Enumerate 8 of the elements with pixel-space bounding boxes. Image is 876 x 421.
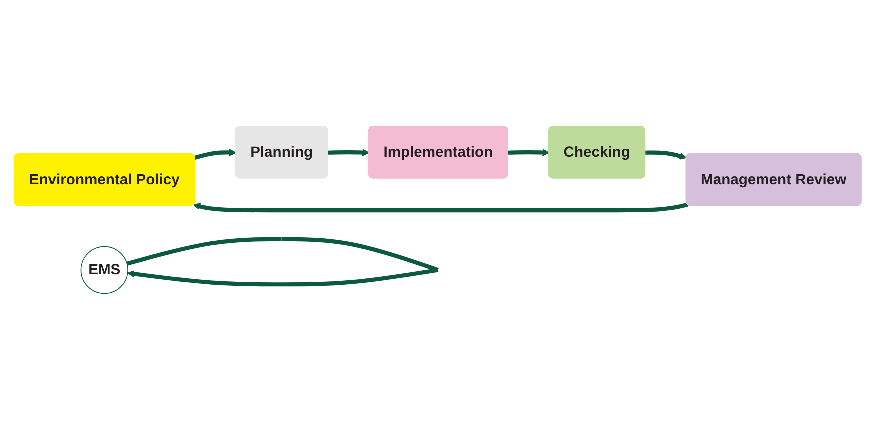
arrow — [194, 203, 688, 214]
diagram: Environmental Policy Planning Implementation Checking Management Review EMS — [8, 120, 868, 301]
arrow — [126, 238, 440, 288]
arrow — [328, 150, 370, 157]
arrow — [194, 150, 236, 160]
node-circle — [80, 246, 128, 294]
arrow — [508, 150, 550, 157]
arrow — [646, 151, 688, 160]
